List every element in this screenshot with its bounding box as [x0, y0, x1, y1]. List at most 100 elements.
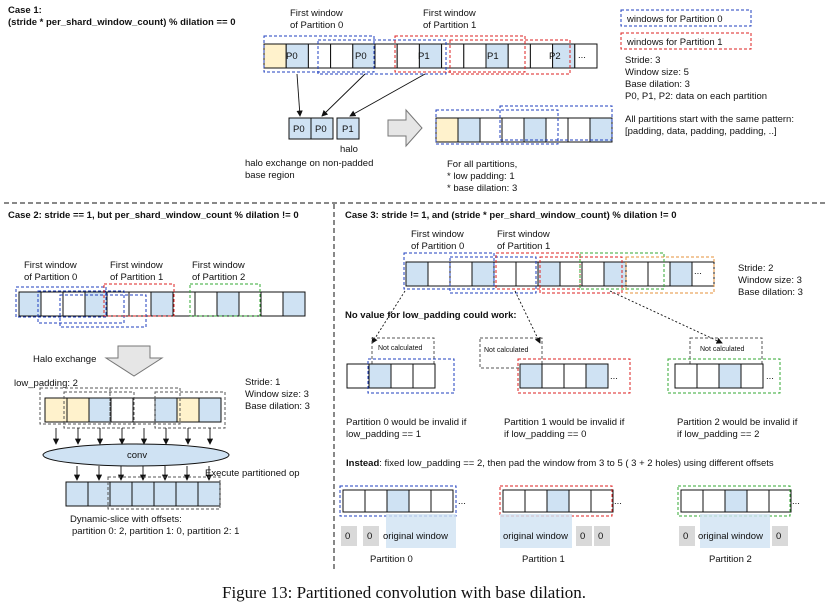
- case1-result-cell: [523, 117, 547, 143]
- final-p0-zero-b: 0: [367, 531, 372, 542]
- case2-first-window-p1-line1: First window: [110, 260, 163, 271]
- case1-result-cell: [567, 117, 591, 143]
- final-p2-cell: [724, 489, 748, 513]
- case2-first-window-p1-line2: of Partition 1: [110, 272, 163, 283]
- case1-title: Case 1:: [8, 5, 42, 16]
- case2-halo-window-b: [63, 391, 135, 429]
- case3-window-p0-b: [449, 256, 537, 294]
- case2-output-slice: [107, 476, 221, 510]
- final-p1-cell: [546, 489, 570, 513]
- case2-halo-row: [44, 397, 222, 423]
- case3-window-p0-a: [403, 252, 495, 290]
- case1-result-cell: [457, 117, 481, 143]
- final-p0-ellipsis: ...: [458, 496, 466, 507]
- halo-exchange-label: Halo exchange: [33, 354, 96, 365]
- case2-base-cell: [216, 291, 240, 317]
- case1-result-row: [435, 117, 613, 143]
- case2-window-p0-c: [59, 294, 147, 328]
- case1-base-cell: [374, 43, 398, 69]
- final-p0-zero-b-bg: [363, 526, 379, 546]
- halo-cell-p1: [336, 117, 360, 140]
- p1-invalid-cell: [519, 363, 543, 389]
- p0-not-calculated: Not calculated: [378, 345, 422, 352]
- pattern-note-line2: [padding, data, padding, padding, ..]: [625, 126, 777, 137]
- no-value-label: No value for low_padding could work:: [345, 310, 517, 321]
- case3-window-p2-b: [625, 256, 715, 294]
- p2-not-calculated-box: [689, 337, 763, 365]
- case2-param-window: Window size: 3: [245, 389, 309, 400]
- final-p2-cell: [746, 489, 770, 513]
- case1-base-row: [263, 43, 598, 69]
- final-p0-cell: [364, 489, 388, 513]
- final-p1-cell: [568, 489, 592, 513]
- legend-p0-swatch: [620, 9, 752, 27]
- halo-cell-p1-label: P1: [342, 124, 354, 135]
- case3-window-p1-b: [539, 256, 623, 294]
- case1-first-window-p1-line1: First window: [423, 8, 476, 19]
- final-p0-cell: [430, 489, 454, 513]
- case3-base-cell: [493, 261, 517, 287]
- case2-first-window-p2-line1: First window: [192, 260, 245, 271]
- case2-base-cell: [106, 291, 130, 317]
- case2-output-row: [65, 481, 221, 507]
- case1-base-cell: [330, 43, 354, 69]
- p2-not-calculated: Not calculated: [700, 346, 744, 353]
- p2-invalid-cell: [674, 363, 698, 389]
- case1-result-cell: [479, 117, 503, 143]
- p1-invalid-cell: [541, 363, 565, 389]
- p2-invalid-row: [674, 363, 764, 389]
- case1-cell-p1-a: P1: [418, 51, 430, 62]
- case2-halo-cell: [66, 397, 90, 423]
- case2-title: Case 2: stride == 1, but per_shard_windo…: [8, 210, 299, 221]
- final-p0-original-window: [386, 514, 456, 548]
- final-p1-zero-b-bg: [594, 526, 610, 546]
- final-p0-cell: [386, 489, 410, 513]
- p1-invalid-window: [517, 358, 631, 394]
- p0-invalid-line1: Partition 0 would be invalid if: [346, 417, 467, 428]
- final-p0-cell: [408, 489, 432, 513]
- p2-invalid-line2: if low_padding == 2: [677, 429, 759, 440]
- final-p2-label: Partition 2: [709, 554, 752, 565]
- final-p2-row: [680, 489, 792, 513]
- execute-label: Execute partitioned op: [205, 468, 300, 479]
- final-p1-zero-a-bg: [576, 526, 592, 546]
- case3-first-window-p1-line2: of Partition 1: [497, 241, 550, 252]
- case3-base-cell: [669, 261, 693, 287]
- conv-label: conv: [127, 450, 147, 461]
- case1-window-p1-b: [449, 39, 571, 75]
- case1-result-cell: [435, 117, 459, 143]
- case1-base-cell: [441, 43, 465, 69]
- case3-base-cell: [581, 261, 605, 287]
- case3-ellipsis: ...: [694, 266, 702, 277]
- case3-base-cell: [515, 261, 539, 287]
- halo-label: halo: [340, 144, 358, 155]
- case1-param-dilation: Base dilation: 3: [625, 79, 690, 90]
- conv-op: [42, 443, 230, 467]
- final-p1-ellipsis: ...: [614, 496, 622, 507]
- p1-ellipsis: ...: [610, 371, 618, 382]
- case1-cell-p0-a: P0: [286, 51, 298, 62]
- p1-not-calculated-box: [479, 337, 543, 369]
- p2-invalid-cell: [718, 363, 742, 389]
- case1-window-p0-b: [317, 39, 447, 75]
- case1-window-p0-a: [263, 35, 375, 73]
- case3-arrow-p1: [514, 290, 541, 344]
- case2-output-cell: [131, 481, 155, 507]
- case1-base-cell: [574, 43, 598, 69]
- final-p1-row: [502, 489, 614, 513]
- p2-invalid-window: [667, 358, 781, 394]
- p1-not-calculated: Not calculated: [484, 347, 528, 354]
- p1-invalid-cell: [563, 363, 587, 389]
- case2-window-p0-b: [37, 290, 125, 324]
- case3-first-window-p1-line1: First window: [497, 229, 550, 240]
- case2-halo-cell: [110, 397, 134, 423]
- all-partitions-note-line3: * base dilation: 3: [447, 183, 517, 194]
- case1-result-window-a: [435, 109, 559, 145]
- case2-param-dilation: Base dilation: 3: [245, 401, 310, 412]
- p0-not-calculated-box: [371, 337, 435, 365]
- case2-halo-window-c: [109, 387, 181, 425]
- case2-halo-cell: [132, 397, 156, 423]
- final-p1-zero-a: 0: [580, 531, 585, 542]
- case1-base-cell: [307, 43, 332, 69]
